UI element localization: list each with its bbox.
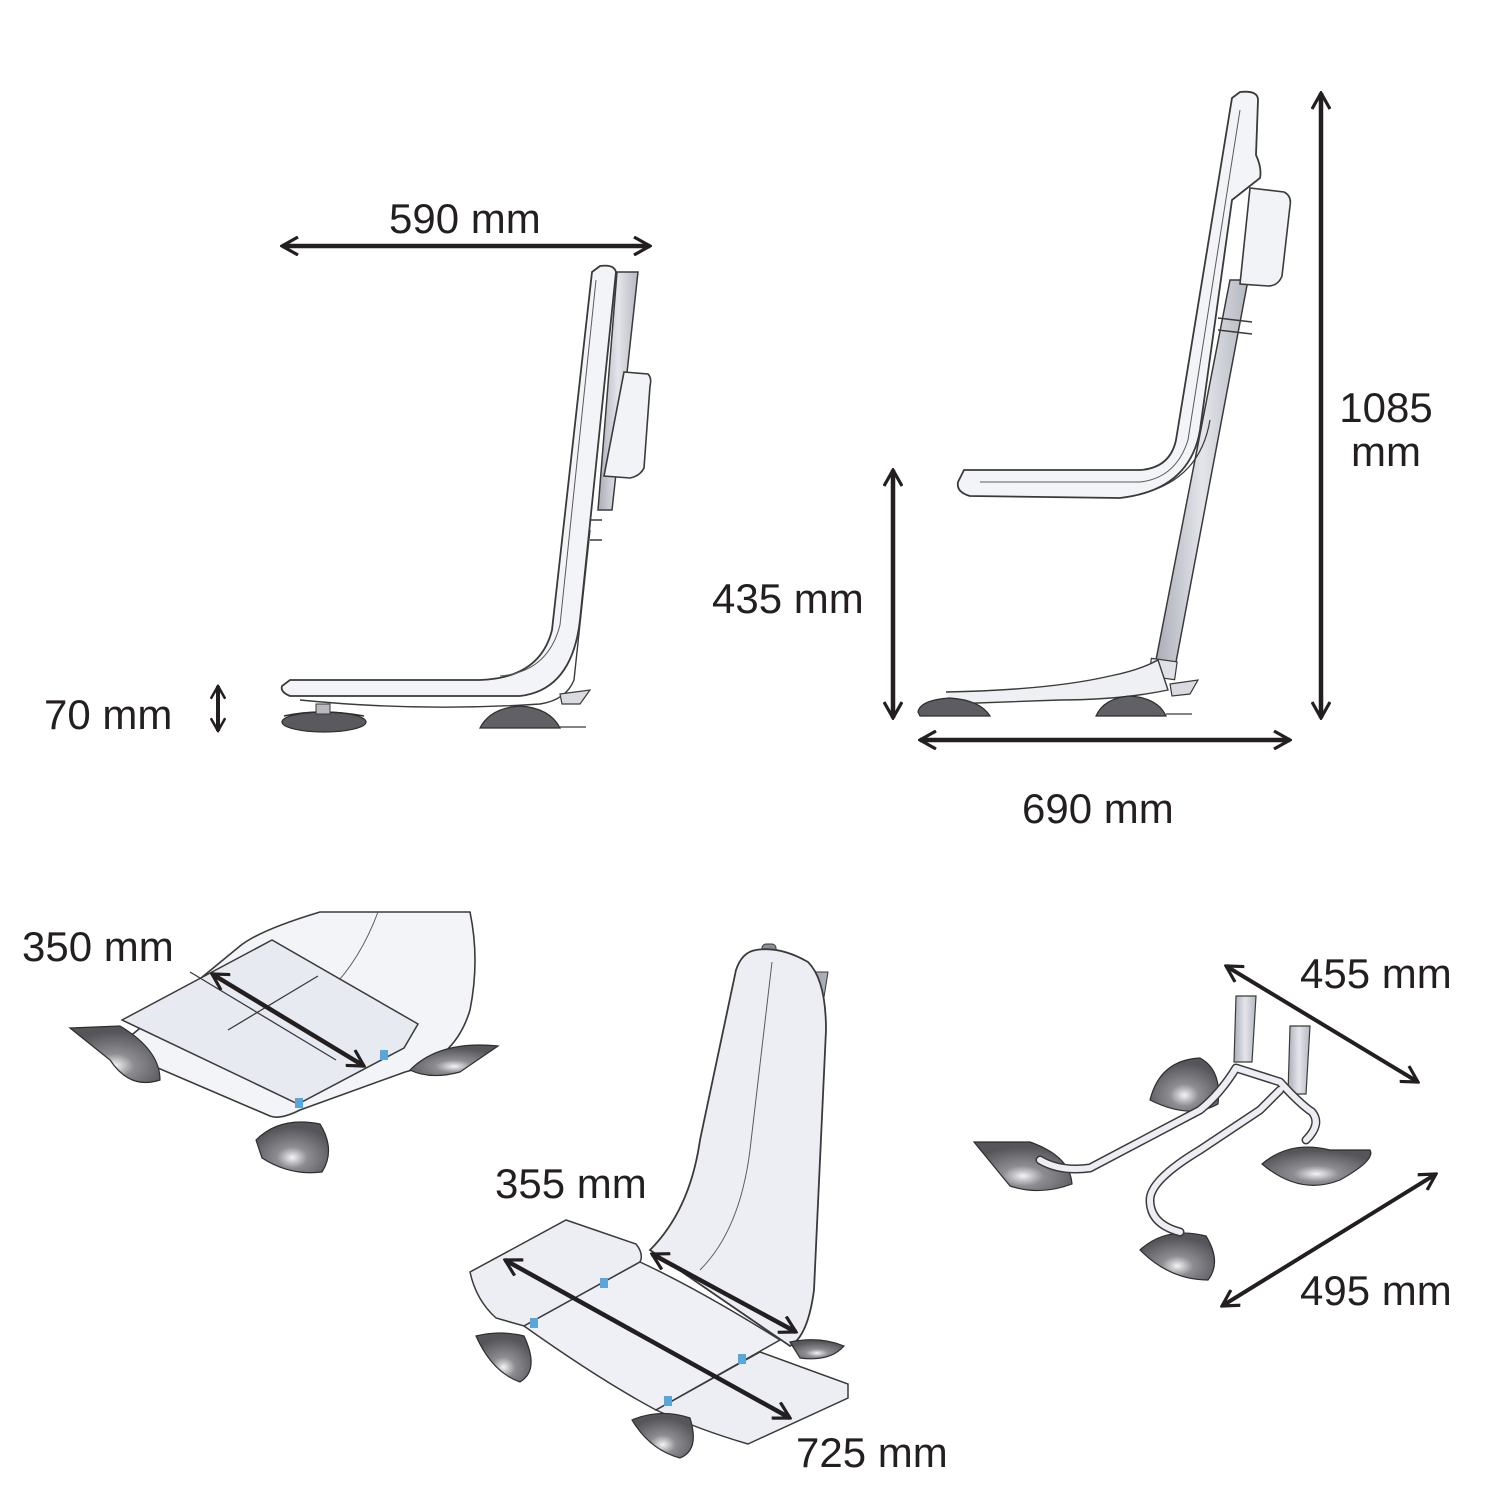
label-seat-height-raised: 435 mm [712,575,864,622]
label-flaps-open-width: 725 mm [796,1429,948,1476]
base-foot-right [1261,1146,1372,1186]
label-base-depth: 690 mm [1022,785,1174,832]
foot-front [255,1121,330,1174]
seat-shell [280,264,617,697]
base-foot-front-right [1139,1232,1216,1281]
dimension-arrow-350 [212,972,364,1068]
label-seat-width: 350 mm [22,923,174,970]
dimension-arrow-725 [505,1258,790,1420]
side-lowered-view [218,246,652,733]
base-pole-right [1287,1025,1311,1095]
label-base-width: 455 mm [1300,950,1452,997]
label-seat-depth: 355 mm [495,1160,647,1207]
side-raised-view [893,90,1321,740]
backrest-handle-raised [1239,187,1292,287]
base-pole-left [1233,995,1257,1063]
label-overall-height-unit: mm [1351,428,1421,475]
backrest-handle [603,371,652,479]
seat-shell-raised [956,90,1262,499]
backrest-iso [648,948,827,1348]
label-seat-height-lowered: 70 mm [44,691,173,738]
foot-front-raised [917,697,992,717]
dimension-arrow-455 [1226,964,1418,1084]
foot-right [408,1044,500,1077]
base-foot-back-left [1149,1057,1220,1112]
base-view [972,964,1436,1306]
label-overall-height-value: 1085 [1339,384,1433,431]
foot-left [68,1025,161,1084]
seat-folded-view [68,911,500,1174]
label-depth-lowered: 590 mm [389,195,541,242]
label-base-length: 495 mm [1300,1267,1452,1314]
foot-rear [479,705,561,729]
base-foot-front-left [972,1141,1073,1192]
foot-rear-raised [1095,695,1167,717]
backrest-pole [597,271,639,511]
seat-open-view [469,943,849,1459]
dimension-arrow-495 [1222,1174,1436,1306]
